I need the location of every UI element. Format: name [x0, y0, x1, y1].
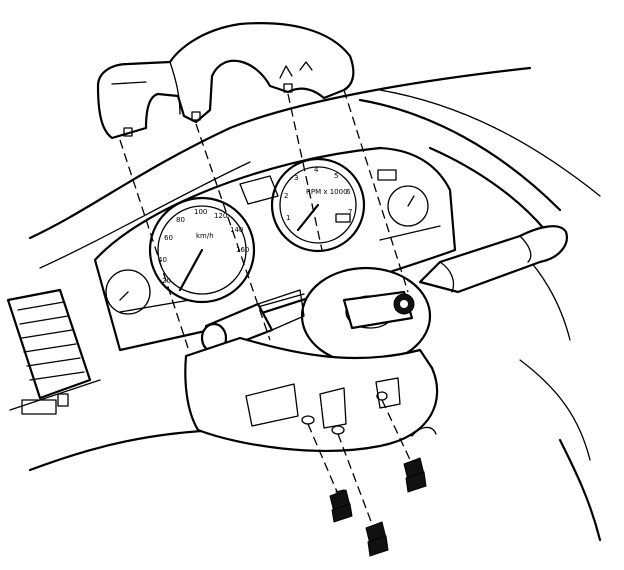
tachometer-label-4: 5	[334, 172, 338, 180]
speedometer-label-3: 80	[176, 216, 185, 224]
speedometer-label-2: 60	[164, 234, 173, 242]
mounting-screw-right	[403, 457, 427, 493]
tachometer-label-5: 6	[346, 188, 351, 196]
tachometer-label-0: 1	[286, 214, 290, 222]
instrument-cluster: 20 40 60 80 100 120 140 160 km/h 1 2 3 4…	[93, 146, 457, 352]
temperature-gauge	[377, 169, 429, 227]
speedometer-label-7: 160	[236, 246, 249, 254]
air-vent	[6, 288, 92, 415]
tachometer: 1 2 3 4 5 6 7 RPM x 1000	[270, 157, 366, 253]
mounting-screw-center	[365, 521, 389, 557]
speedometer-label-4: 100	[194, 208, 207, 216]
speedometer-label-1: 40	[158, 256, 167, 264]
mounting-screw-left	[329, 489, 353, 523]
speedometer: 20 40 60 80 100 120 140 160 km/h	[148, 196, 256, 304]
tachometer-unit: RPM x 1000	[306, 188, 348, 196]
multifunction-switch-lever	[418, 225, 568, 294]
tachometer-label-6: 7	[348, 208, 352, 216]
tachometer-label-3: 4	[314, 166, 319, 174]
speedometer-unit: km/h	[196, 232, 214, 240]
upper-steering-column-cover	[96, 22, 355, 140]
speedometer-label-5: 120	[214, 212, 227, 220]
lower-steering-column-cover	[184, 336, 439, 452]
alignment-lines	[119, 89, 413, 525]
speedometer-label-6: 140	[230, 226, 243, 234]
tachometer-label-2: 3	[294, 174, 298, 182]
dashboard	[9, 66, 602, 542]
fuel-gauge	[105, 269, 151, 315]
tachometer-label-1: 2	[284, 192, 288, 200]
